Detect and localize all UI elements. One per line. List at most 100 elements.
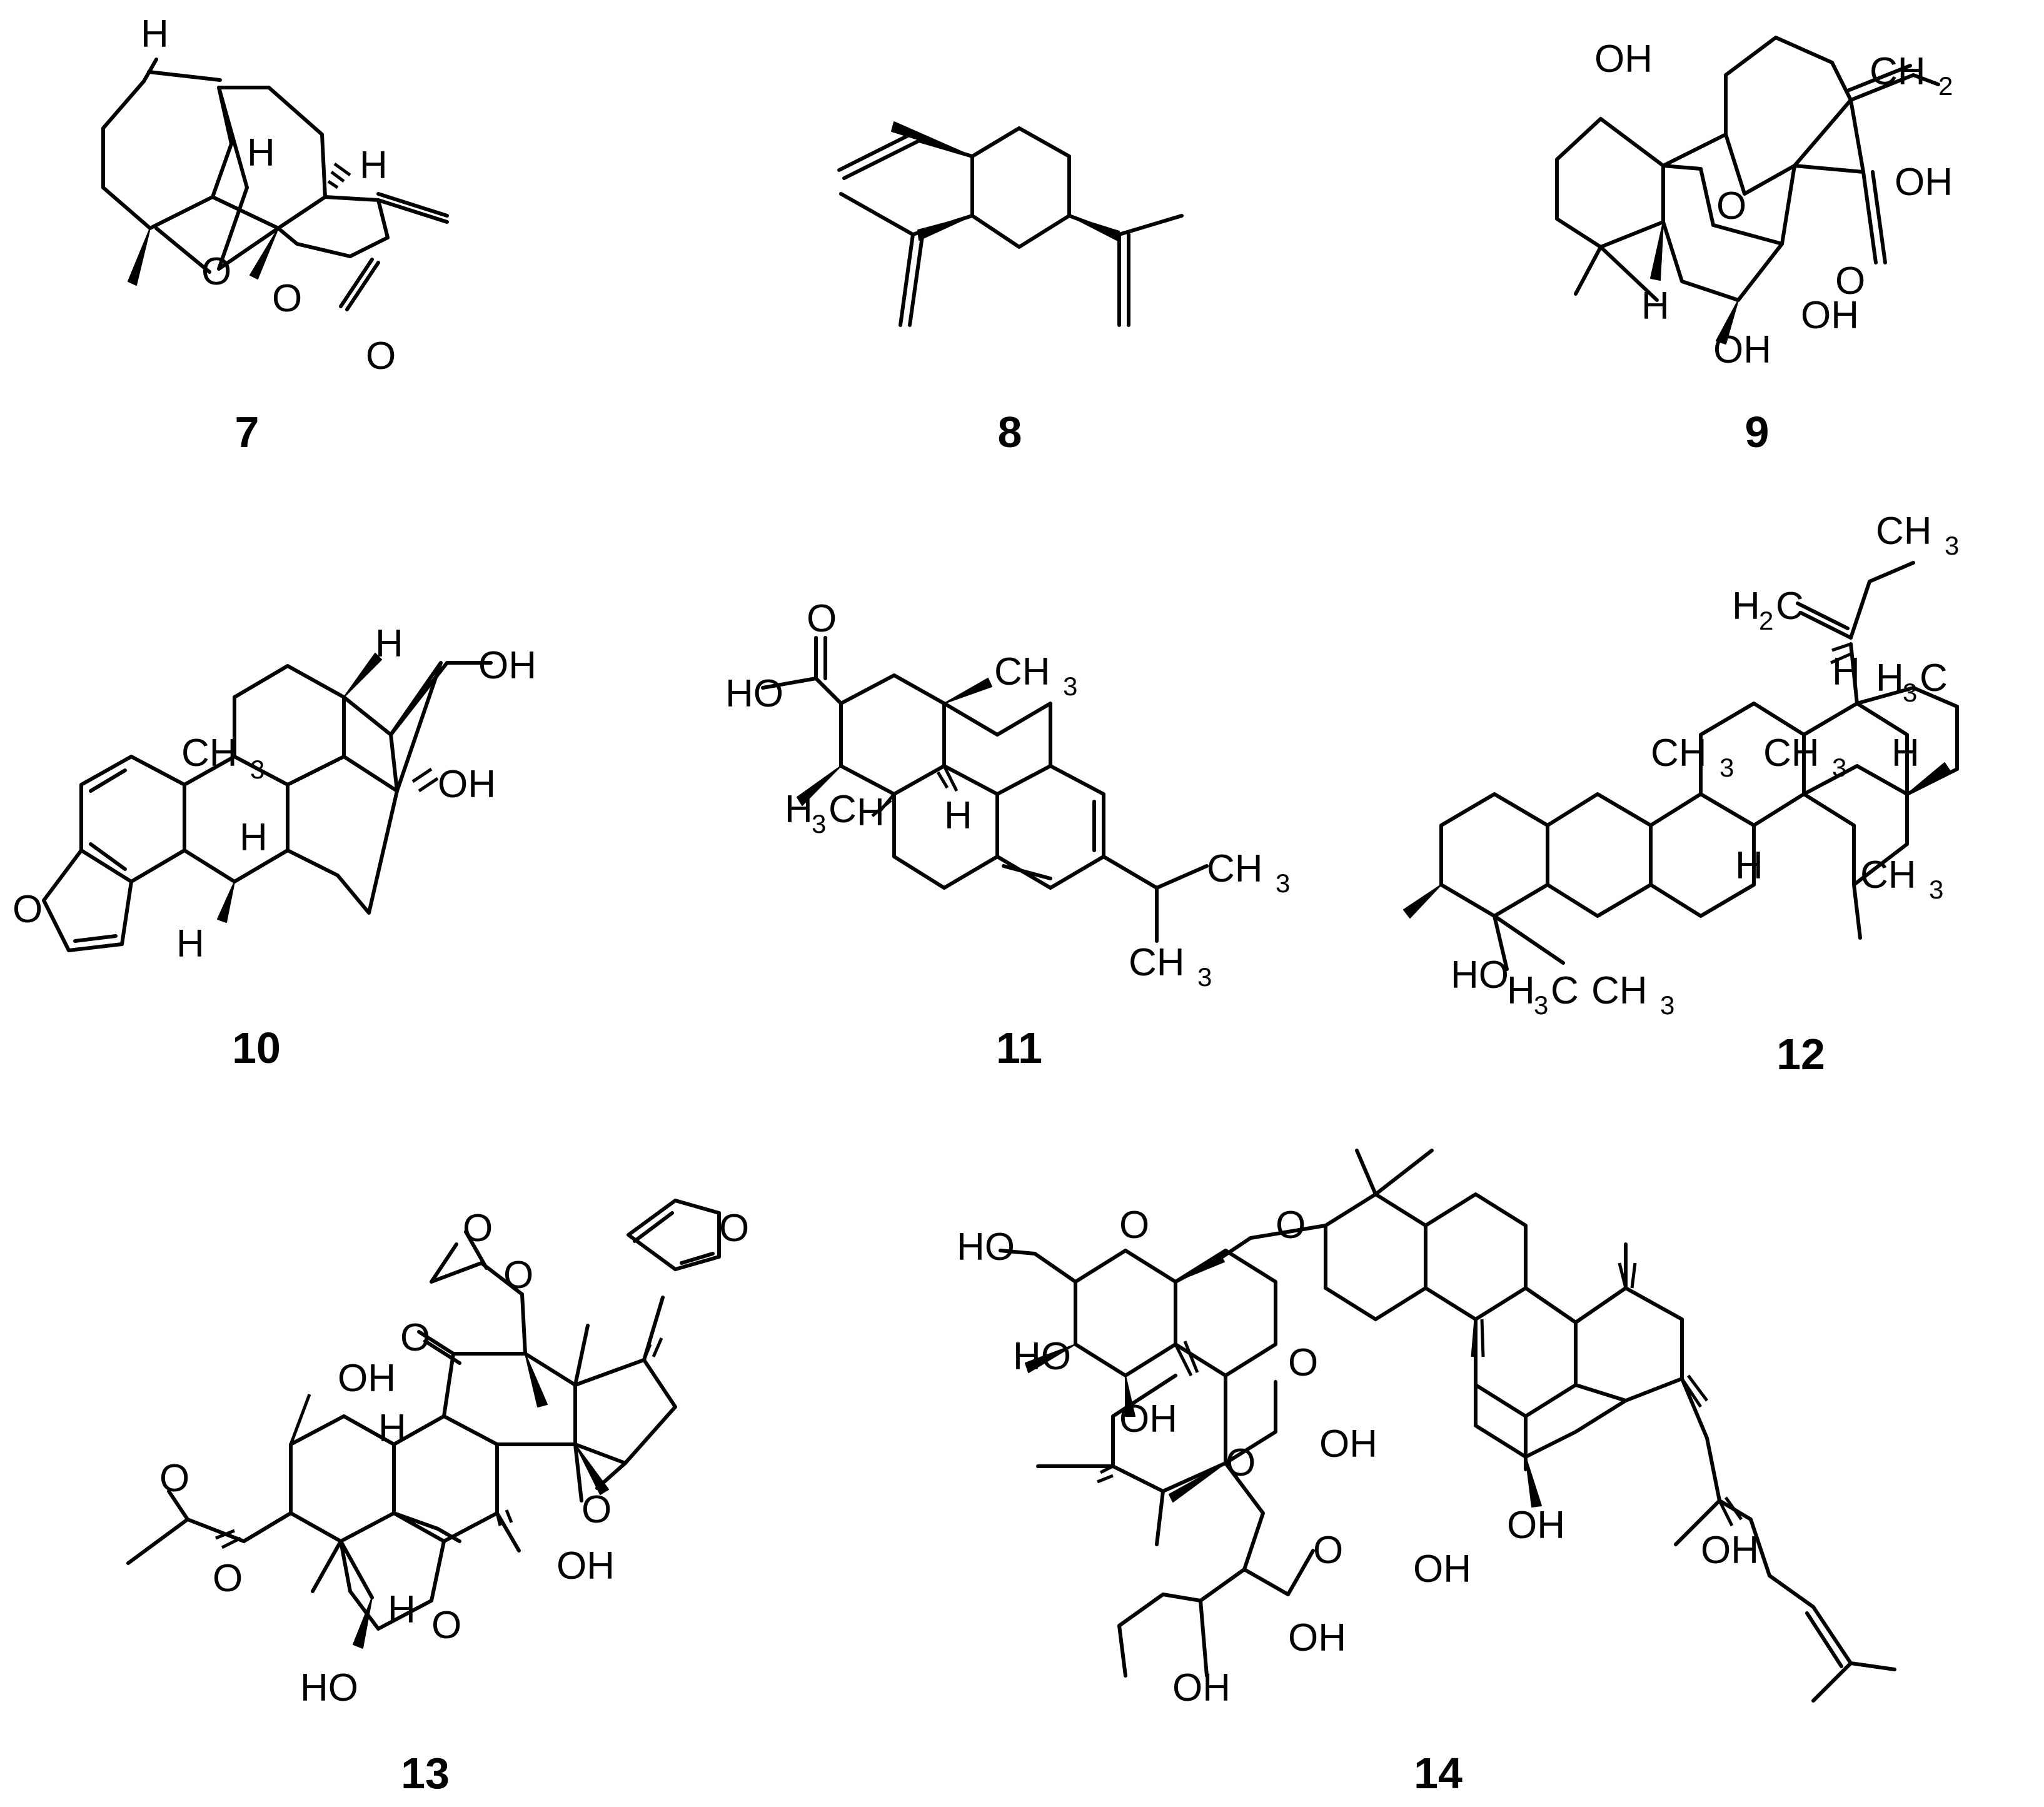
atom-subscript: 3 (1719, 753, 1734, 782)
atom-label: O (1226, 1441, 1256, 1484)
atom-subscript: 3 (1660, 990, 1674, 1020)
compound-number: 11 (996, 1024, 1042, 1072)
atom-subscript: 3 (1276, 868, 1290, 898)
atom-label: O (1835, 259, 1865, 303)
atom-label: O (503, 1254, 533, 1297)
atom-label: O (581, 1488, 612, 1531)
atom-label: OH (1507, 1504, 1565, 1547)
atom-label: O (1119, 1204, 1149, 1247)
atom-label: H (1507, 969, 1535, 1012)
atom-label: H (944, 794, 972, 837)
atom-label: H (388, 1588, 416, 1631)
compound-number: 9 (1745, 408, 1770, 456)
atom-label: OH (1895, 161, 1953, 204)
atom-label: C (828, 788, 857, 831)
atom-label: OH (556, 1544, 615, 1588)
atom-subscript: 3 (1929, 875, 1943, 904)
atom-label: O (400, 1316, 430, 1359)
atom-label: O (272, 277, 302, 320)
atom-subscript: 3 (1534, 990, 1548, 1020)
atom-label: O (159, 1457, 189, 1500)
atom-label: O (1716, 184, 1746, 228)
compound-8: 8 (837, 121, 1184, 456)
compound-number: 7 (235, 408, 259, 456)
atom-label: H (1735, 844, 1763, 887)
atom-label: O (431, 1604, 461, 1647)
atom-label: OH (1713, 328, 1771, 371)
atom-label: H (141, 13, 169, 56)
atom-label: H (857, 791, 885, 834)
atom-label: CH (1860, 853, 1916, 897)
atom-label: CH (994, 650, 1050, 693)
atom-label: O (719, 1207, 749, 1250)
compound-9: OH CH 2 O OH O OH OH H 9 (1555, 36, 1953, 456)
atom-label: H (1832, 650, 1860, 693)
atom-label: O (366, 335, 396, 378)
compound-number: 8 (998, 408, 1022, 456)
atom-label: H (375, 622, 403, 665)
atom-subscript: 3 (812, 809, 826, 838)
atom-label: O (1288, 1341, 1318, 1384)
atom-label: OH (338, 1357, 396, 1400)
atom-subscript: 3 (1197, 962, 1212, 992)
atom-label: H (785, 788, 813, 831)
atom-label: O (13, 888, 43, 931)
compound-number: 10 (232, 1024, 281, 1072)
atom-label: CH (1876, 510, 1932, 553)
atom-label: OH (1413, 1548, 1471, 1591)
atom-label: O (201, 250, 231, 293)
atom-label: OH (438, 763, 496, 806)
atom-label: HO (725, 672, 783, 715)
atom-label: O (807, 597, 837, 640)
atom-subscript: 2 (1938, 71, 1953, 101)
atom-label: OH (1594, 38, 1653, 81)
atom-label: O (1276, 1204, 1306, 1247)
compound-14: HO O O HO OH O O OH O OH OH OH OH OH 14 (957, 1149, 1896, 1798)
atom-subscript: 3 (1063, 672, 1077, 701)
atom-label: OH (1319, 1422, 1377, 1466)
atom-subscript: 3 (1832, 753, 1846, 782)
atom-label: OH (478, 644, 536, 687)
compound-11: HO O CH 3 H 3 C H H CH 3 CH 3 11 (725, 597, 1290, 1072)
atom-label: C (1920, 657, 1948, 700)
atom-label: CH (1207, 847, 1263, 890)
atom-label: CH (1870, 50, 1926, 93)
atom-label: H (239, 816, 268, 859)
atom-label: CH (1129, 941, 1185, 984)
atom-label: HO (957, 1226, 1015, 1269)
atom-label: H (176, 922, 204, 965)
compound-number: 13 (401, 1749, 450, 1798)
atom-label: O (213, 1557, 243, 1600)
atom-label: OH (1801, 294, 1859, 337)
atom-label: H (1732, 585, 1760, 628)
atom-label: HO (1013, 1335, 1071, 1378)
atom-subscript: 3 (1945, 531, 1959, 560)
compound-12: CH 3 H 2 C H H 3 C H CH 3 CH 3 H CH 3 HO… (1403, 510, 1959, 1079)
atom-label: HO (1451, 954, 1509, 997)
atom-label: H (360, 144, 388, 187)
atom-label: H (247, 131, 275, 174)
compound-10: H OH OH CH 3 H H O 10 (13, 622, 536, 1072)
atom-label: O (1313, 1529, 1343, 1572)
atom-subscript: 3 (1903, 678, 1917, 707)
atom-label: H (1876, 657, 1904, 700)
atom-label: CH (181, 732, 238, 775)
compound-number: 12 (1776, 1030, 1825, 1079)
atom-label: HO (300, 1666, 358, 1709)
compound-7: H H H O O O 7 (101, 13, 449, 456)
atom-label: C (1776, 585, 1804, 628)
compound-13: O O O OH O H O O OH HO O O H 13 (126, 1199, 749, 1798)
atom-subscript: 3 (250, 755, 264, 784)
atom-label: CH (1591, 969, 1648, 1012)
atom-label: H (378, 1407, 406, 1450)
atom-label: H (1891, 732, 1920, 775)
atom-label: OH (1701, 1529, 1759, 1572)
atom-label: CH (1763, 732, 1820, 775)
atom-label: H (1641, 284, 1669, 328)
atom-label: OH (1288, 1616, 1346, 1659)
compound-number: 14 (1414, 1749, 1463, 1798)
atom-label: OH (1172, 1666, 1231, 1709)
atom-subscript: 2 (1759, 606, 1773, 635)
